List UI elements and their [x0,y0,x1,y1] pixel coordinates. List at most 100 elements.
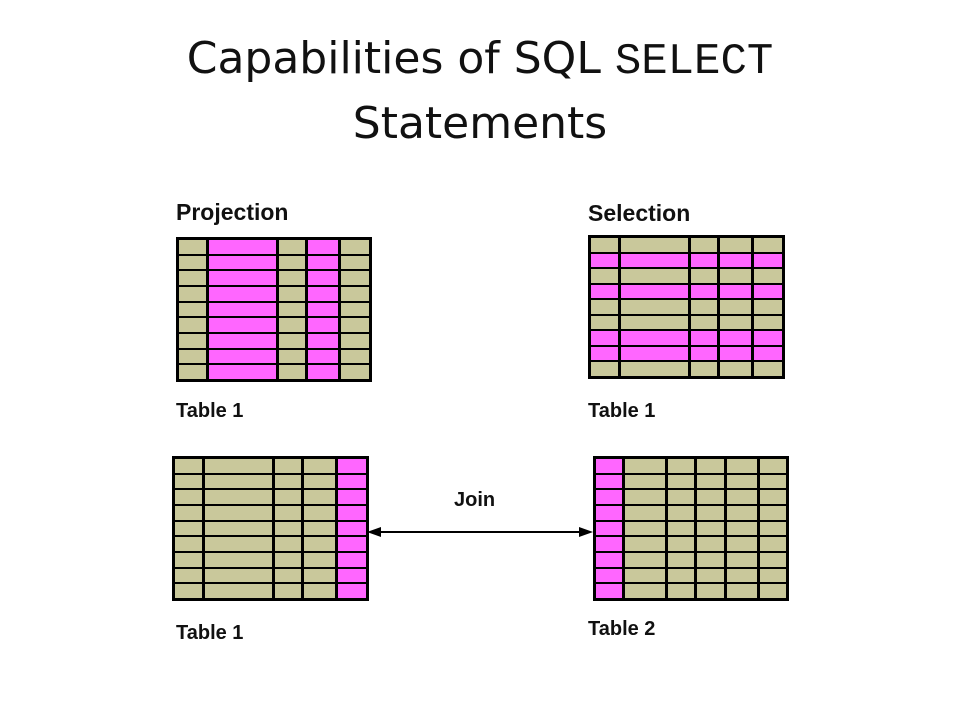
table-cell [591,300,618,314]
table-cell [697,568,724,583]
table-cell [691,238,718,252]
table-cell [275,490,302,504]
table-cell [278,349,305,364]
join-label: Join [454,489,496,511]
table-cell [278,240,305,254]
table-cell [754,315,782,330]
title-prefix: Capabilities of SQL [186,33,615,84]
join-left-table-label: Table 1 [176,622,244,644]
table-cell [625,584,665,598]
table-cell [175,553,202,567]
slide-title: Capabilities of SQL SELECT Statements [0,28,960,155]
table-cell [697,584,724,598]
join-right-table [593,456,789,601]
table-cell [759,537,786,551]
join-arrow [367,527,593,537]
table-cell [275,459,302,473]
highlighted-cell [338,521,366,536]
table-cell [341,302,369,317]
table-cell [697,553,724,567]
highlighted-cell [691,284,718,299]
highlighted-cell [307,271,339,285]
table-cell [304,459,336,473]
highlighted-cell [338,459,366,473]
table-cell [179,334,206,348]
table-cell [759,459,786,473]
table-cell [697,506,724,520]
table-cell [625,553,665,567]
highlighted-cell [596,568,623,583]
highlighted-cell [754,253,782,268]
highlighted-cell [691,331,718,345]
table-cell [620,300,689,314]
title-keyword: SELECT [614,37,774,87]
highlighted-cell [208,240,276,254]
table-cell [720,238,752,252]
highlighted-cell [596,553,623,567]
table-cell [697,521,724,536]
highlighted-cell [596,584,623,598]
table-cell [179,349,206,364]
highlighted-cell [338,584,366,598]
table-cell [726,459,757,473]
highlighted-cell [720,253,752,268]
selection-table [588,235,785,379]
table-cell [341,255,369,270]
highlighted-cell [596,506,623,520]
table-cell [304,521,336,536]
table-cell [278,287,305,301]
table-cell [304,506,336,520]
highlighted-cell [754,346,782,361]
table-cell [759,553,786,567]
table-cell [278,318,305,332]
highlighted-cell [208,255,276,270]
highlighted-cell [754,331,782,345]
table-cell [179,271,206,285]
join-right-table-label: Table 2 [588,618,656,640]
table-cell [204,553,273,567]
table-cell [275,553,302,567]
table-cell [175,568,202,583]
table-cell [620,238,689,252]
highlighted-cell [208,302,276,317]
table-cell [720,269,752,283]
table-cell [304,490,336,504]
table-cell [754,238,782,252]
highlighted-cell [208,318,276,332]
highlighted-cell [307,365,339,379]
table-cell [204,537,273,551]
highlighted-cell [596,474,623,489]
table-cell [620,315,689,330]
highlighted-cell [596,521,623,536]
table-cell [175,459,202,473]
projection-table-label: Table 1 [176,400,244,422]
highlighted-cell [720,346,752,361]
table-cell [304,568,336,583]
highlighted-cell [307,255,339,270]
highlighted-cell [596,537,623,551]
title-suffix: Statements [352,98,608,149]
highlighted-cell [307,287,339,301]
highlighted-cell [620,346,689,361]
highlighted-cell [208,349,276,364]
table-cell [175,506,202,520]
highlighted-cell [620,253,689,268]
table-cell [179,318,206,332]
table-cell [720,315,752,330]
table-cell [179,287,206,301]
table-cell [759,521,786,536]
join-left-table [172,456,369,601]
highlighted-cell [338,474,366,489]
selection-table-label: Table 1 [588,400,656,422]
table-cell [625,521,665,536]
table-cell [726,506,757,520]
highlighted-cell [591,331,618,345]
table-cell [204,474,273,489]
table-cell [759,506,786,520]
table-cell [667,506,695,520]
table-cell [625,459,665,473]
table-cell [278,365,305,379]
table-cell [341,287,369,301]
highlighted-cell [338,553,366,567]
table-cell [341,240,369,254]
